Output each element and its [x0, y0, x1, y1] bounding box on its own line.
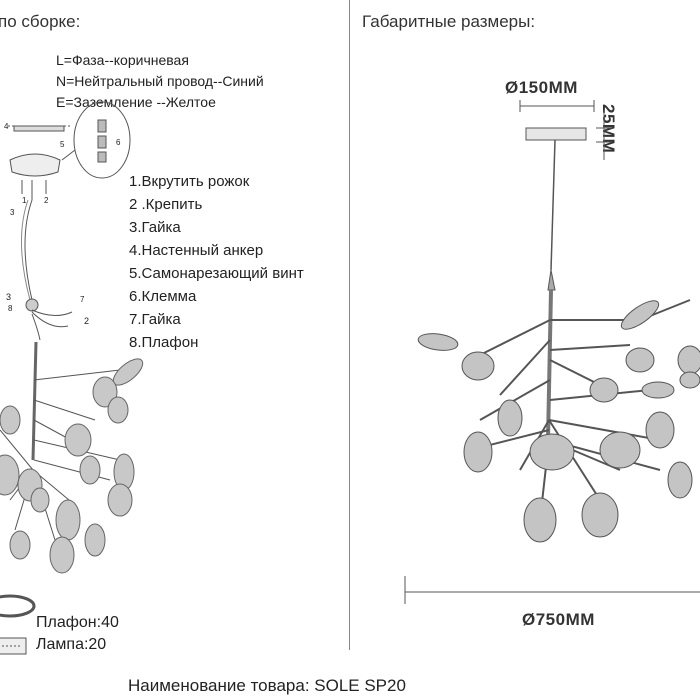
panel-divider: [349, 0, 350, 650]
callout-2b: 2: [84, 316, 90, 326]
assembly-heading: по сборке:: [0, 12, 81, 31]
canopy-diameter-label: Ø150MM: [505, 78, 578, 97]
callout-3b: 3: [6, 292, 12, 302]
step-1: 1.Вкрутить рожок: [129, 173, 250, 190]
step-5: 5.Самонарезающий винт: [129, 265, 304, 282]
step-6: 6.Клемма: [129, 288, 197, 305]
step-3: 3.Гайка: [129, 219, 181, 236]
callout-5: 5: [60, 140, 65, 149]
step-7: 7.Гайка: [129, 311, 181, 328]
callout-4: 4: [4, 122, 9, 131]
callout-7: 7: [80, 295, 85, 304]
callout-2: 2: [44, 196, 49, 205]
canopy: [9, 153, 61, 177]
lamp-icon: [0, 637, 27, 655]
callout-1: 1: [22, 196, 27, 205]
callout-3: 3: [10, 208, 15, 217]
detail-callout-bubble: [73, 101, 131, 179]
wiring-phase: L=Фаза--коричневая: [56, 52, 189, 68]
step-4: 4.Настенный анкер: [129, 242, 264, 259]
shade-icon: [0, 594, 36, 618]
assembly-drawing: [0, 101, 144, 655]
wiring-neutral: N=Нейтральный провод--Синий: [56, 73, 264, 89]
canopy-profile: [525, 127, 587, 141]
callout-8: 8: [8, 304, 13, 313]
shade-count: Плафон:40: [36, 614, 119, 631]
step-8: 8.Плафон: [129, 334, 199, 351]
ceiling-plate: [13, 125, 65, 132]
callout-6: 6: [116, 138, 121, 147]
wiring-ground: E=Заземление --Желтое: [56, 94, 216, 110]
dimensions-heading: Габаритные размеры:: [362, 12, 536, 31]
step-2: 2 .Крепить: [129, 196, 203, 213]
overall-diameter-label: Ø750MM: [522, 610, 595, 629]
lamp-count: Лампа:20: [36, 636, 107, 653]
product-name: Наименование товара: SOLE SP20: [128, 676, 406, 695]
